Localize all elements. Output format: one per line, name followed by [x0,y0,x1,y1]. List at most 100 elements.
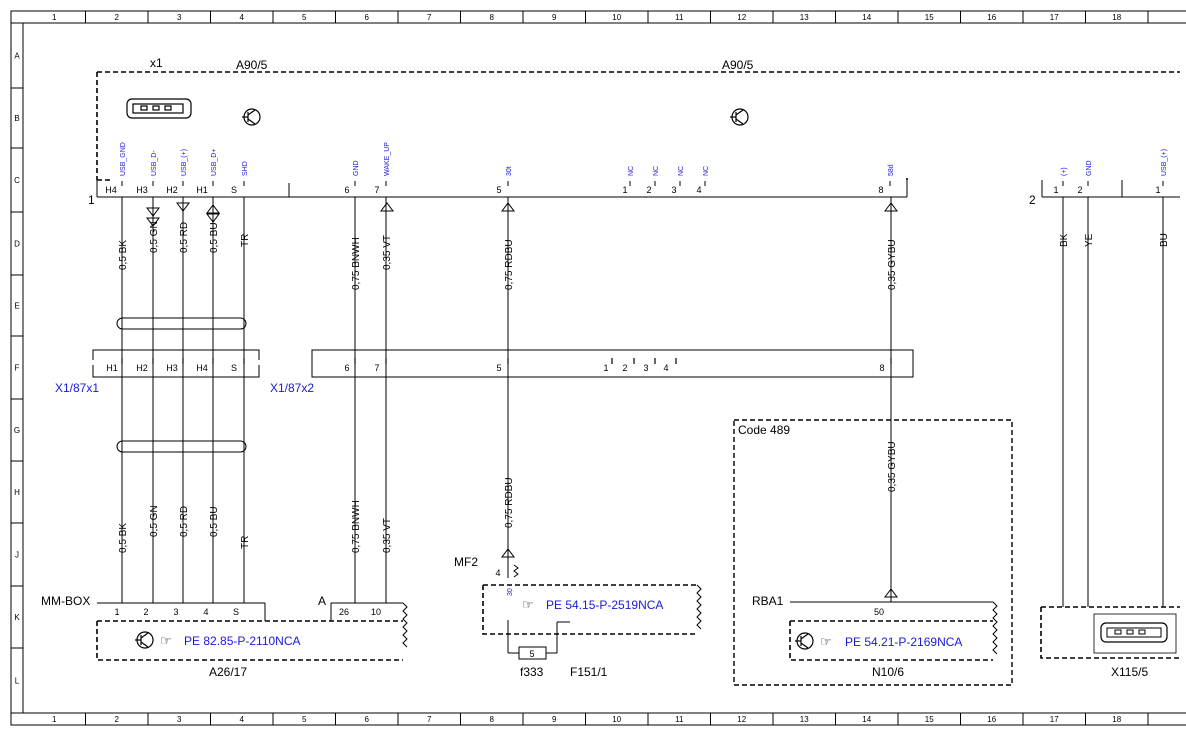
pin-label: 1 [622,185,627,195]
grid-col-label: 2 [115,715,120,724]
pin-label: 2 [646,185,651,195]
pin-label: 2 [1077,185,1082,195]
pin-label: H4 [196,363,208,373]
pin-label: 3 [643,363,648,373]
grid-col-label: 9 [552,715,557,724]
grid-row-label: G [14,426,20,435]
pin-label: 8 [878,185,883,195]
grid-col-label: 3 [177,715,182,724]
signal-name: GND [1086,160,1093,176]
pointing-hand-icon: ☞ [160,633,172,648]
grid-col-label: 14 [862,13,871,22]
pin-label: 6 [344,363,349,373]
pin-label: 7 [374,363,379,373]
pin-label: 3 [173,607,178,617]
transistor-icon [135,631,154,649]
pin-label: 26 [339,607,349,617]
wire-label: 0,35 GYBU [887,239,898,290]
connector-2-label: 2 [1029,193,1036,207]
a26-17-module [96,602,408,661]
grid-col-label: 13 [800,13,809,22]
x1-87x2-label: X1/87x2 [270,381,314,395]
pin-label: H3 [166,363,178,373]
n10-6-label: N10/6 [872,665,904,679]
grid-col-label: 7 [427,13,432,22]
grid-col-label: 8 [490,715,495,724]
grid-row-label: A [14,52,20,61]
pin-label: 4 [203,607,208,617]
pin-label: 4 [663,363,668,373]
pointing-hand-icon: ☞ [820,634,832,649]
grid-row-label: C [14,176,20,185]
wire-label: 0,35 VT [382,235,393,270]
grid-col-label: 13 [800,715,809,724]
wire-label: 0,35 VT [382,518,393,553]
a26-17-label: A26/17 [209,665,247,679]
grid-col-label: 3 [177,13,182,22]
f151-1-label: F151/1 [570,665,608,679]
frame [10,10,1186,726]
wire-label: 0,75 RDBU [504,239,515,290]
pin-label: 3 [671,185,676,195]
pin-label: 50 [874,607,884,617]
wire-label: 0,5 GN [149,505,160,537]
pin-label: H1 [106,363,118,373]
signal-name: GND [353,160,360,176]
connector-2-bar [1041,180,1180,198]
signal-name: 58d [888,164,895,176]
a90-housing [96,71,1180,181]
pin-label: 10 [371,607,381,617]
code-489-box [733,419,1013,686]
grid-col-label: 6 [365,715,370,724]
signal-name: SHD [242,161,249,176]
wire-label: YE [1084,233,1095,247]
wire-label: 0,5 BU [209,506,220,537]
pe-f151-link[interactable]: PE 54.15-P-2519NCA [546,598,663,612]
transistor-icon [730,108,749,126]
pin-label: H3 [136,185,148,195]
signal-name: NC [703,166,710,176]
signal-name: USB_(+) [1161,149,1168,176]
grid-col-label: 17 [1050,13,1059,22]
pin-label: H2 [136,363,148,373]
transistor-icon [795,632,814,650]
grid-col-label: 10 [612,13,621,22]
pin-label: 4 [495,568,500,578]
grid-row-label: L [15,677,20,686]
grid-row-label: H [14,488,20,497]
pin-label: 1 [603,363,608,373]
grid-col-label: 17 [1050,715,1059,724]
f151-module [482,564,702,660]
x1-87-connectors [92,349,914,378]
wire-label: 0,75 RDBU [504,477,515,528]
wire-label: 0,35 GYBU [887,441,898,492]
grid-col-label: 2 [115,13,120,22]
grid-row-label: J [15,551,19,560]
grid-col-label: 5 [302,13,307,22]
grid-col-label: 10 [612,715,621,724]
grid-col-label: 4 [240,13,245,22]
pe-n10-link[interactable]: PE 54.21-P-2169NCA [845,635,962,649]
pin-label: 5 [529,649,534,659]
transistor-icon [242,108,261,126]
grid-col-label: 15 [925,715,934,724]
pin-label: 6 [344,185,349,195]
x1-label: x1 [150,56,163,70]
pin-label: S [231,185,237,195]
pe-a26-link[interactable]: PE 82.85-P-2110NCA [184,634,301,648]
grid-col-label: 12 [737,13,746,22]
grid-col-label: 11 [675,715,684,724]
a90-left-label: A90/5 [236,58,268,72]
grid-col-label: 1 [52,13,57,22]
pin-label: 1 [1053,185,1058,195]
code-489-label: Code 489 [738,423,790,437]
pin-label: 7 [374,185,379,195]
signal-name: USB_D- [151,150,158,176]
a90-right-label: A90/5 [722,58,754,72]
signal-name: (+) [1061,167,1068,176]
pin-label: 5 [496,363,501,373]
grid-col-label: 8 [490,13,495,22]
signal-name: NC [653,166,660,176]
grid-col-label: 7 [427,715,432,724]
wire-label: 0,5 RD [179,222,190,253]
